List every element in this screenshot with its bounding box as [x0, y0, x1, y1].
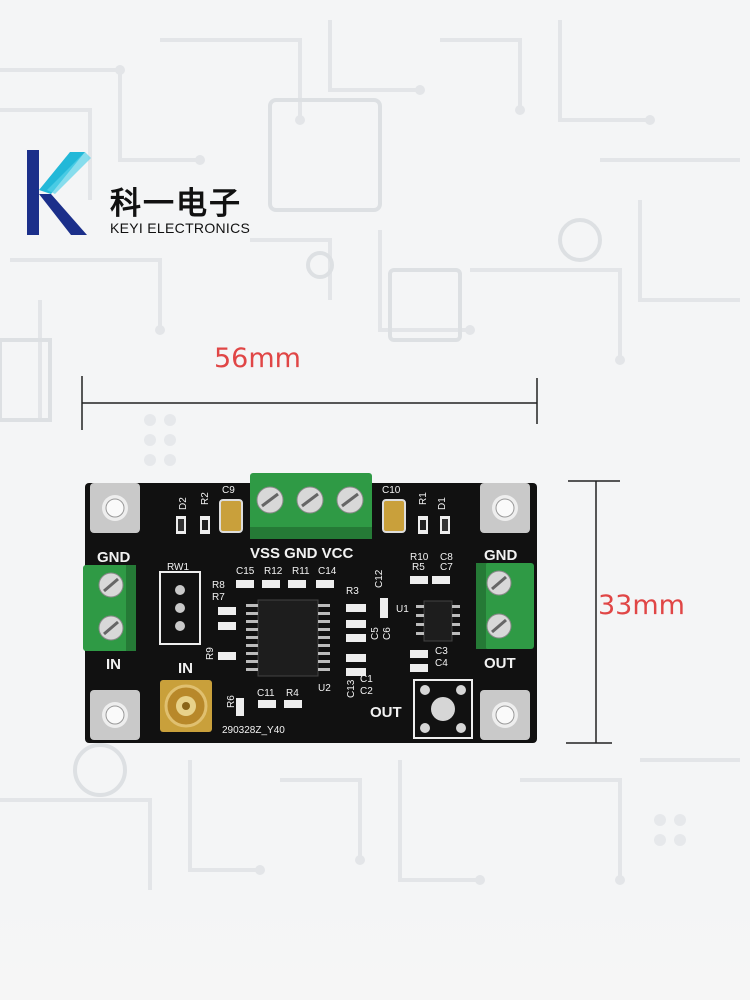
- label-rw1: RW1: [167, 562, 190, 573]
- label-c8: C8: [440, 552, 453, 563]
- label-r5: R5: [412, 562, 425, 573]
- brand-name-english: KEYI ELECTRONICS: [110, 220, 251, 236]
- left-in-label: IN: [106, 656, 121, 673]
- label-c3: C3: [435, 646, 448, 657]
- label-r3: R3: [346, 586, 359, 597]
- label-c6: C6: [382, 627, 393, 640]
- label-c5: C5: [370, 627, 381, 640]
- label-r6: R6: [226, 695, 237, 708]
- label-r2: R2: [200, 492, 211, 505]
- height-dimension-label: 33mm: [598, 590, 685, 621]
- mounting-holes: [90, 483, 530, 740]
- bottom-fade: [0, 890, 750, 1000]
- output-button-pads: [413, 679, 473, 739]
- input-terminal-block: [83, 565, 136, 651]
- power-terminal-block: [250, 473, 372, 539]
- left-gnd-label: GND: [97, 549, 131, 566]
- ic-u2: [246, 599, 330, 677]
- keyi-logo-icon: [27, 150, 91, 235]
- label-r7: R7: [212, 592, 225, 603]
- label-c4: C4: [435, 658, 448, 669]
- label-c12: C12: [374, 569, 385, 588]
- label-c11: C11: [257, 688, 275, 699]
- right-out-label: OUT: [484, 655, 516, 672]
- label-r12: R12: [264, 566, 283, 577]
- label-c2: C2: [360, 686, 373, 697]
- sma-in-label: IN: [178, 660, 193, 677]
- label-r8: R8: [212, 580, 225, 591]
- label-c10: C10: [382, 485, 401, 496]
- label-r10: R10: [410, 552, 429, 563]
- label-r1: R1: [418, 492, 429, 505]
- right-gnd-label: GND: [484, 547, 518, 564]
- button-out-label: OUT: [370, 704, 402, 721]
- width-dimension-label: 56mm: [214, 343, 301, 374]
- capacitor-c10: [382, 499, 406, 533]
- brand-name-chinese: 科一电子: [110, 186, 242, 222]
- label-u2: U2: [318, 683, 331, 694]
- label-c7: C7: [440, 562, 453, 573]
- label-c15: C15: [236, 566, 255, 577]
- label-d1: D1: [437, 497, 448, 510]
- capacitor-c9: [219, 499, 243, 533]
- label-r9: R9: [205, 647, 216, 660]
- label-r11: R11: [292, 566, 310, 577]
- label-c13: C13: [346, 679, 357, 698]
- label-u1: U1: [396, 604, 409, 615]
- label-c9: C9: [222, 485, 235, 496]
- label-c14: C14: [318, 566, 337, 577]
- sma-input-connector: [160, 680, 212, 732]
- label-r4: R4: [286, 688, 299, 699]
- part-code-label: 290328Z_Y40: [222, 725, 285, 736]
- label-c1: C1: [360, 674, 373, 685]
- power-pin-labels: VSS GND VCC: [250, 545, 354, 562]
- potentiometer-rw1: [159, 571, 201, 645]
- label-d2: D2: [178, 497, 189, 510]
- output-terminal-block: [476, 563, 534, 649]
- ic-u1: [416, 600, 460, 642]
